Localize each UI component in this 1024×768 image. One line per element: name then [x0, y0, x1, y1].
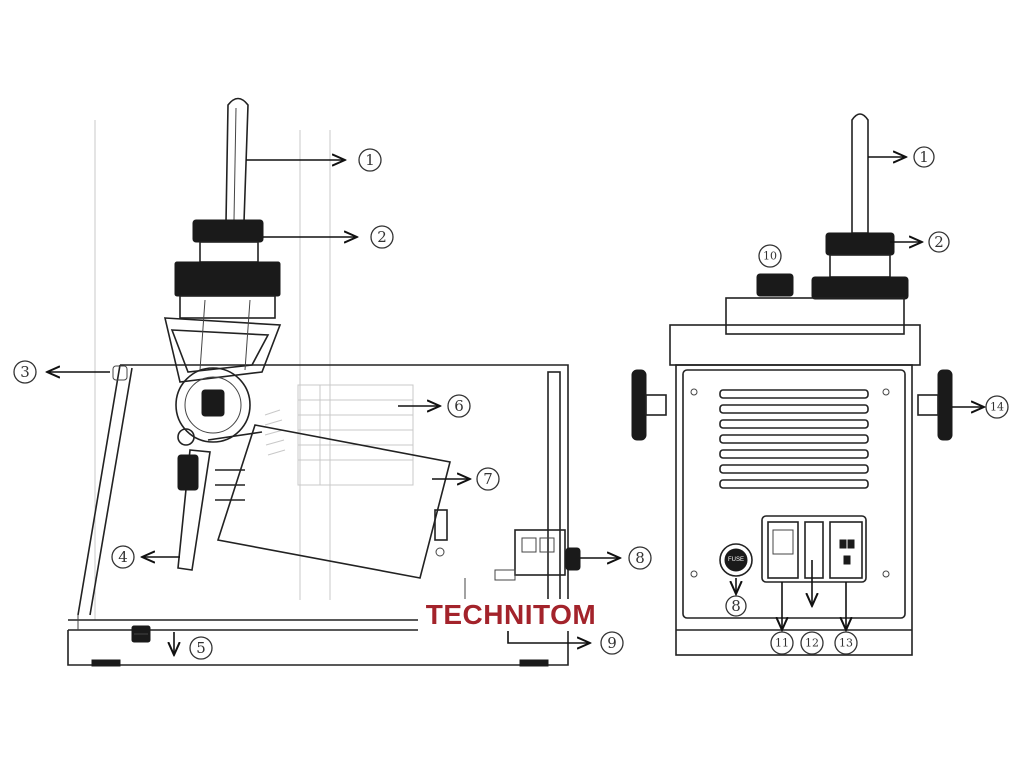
- svg-text:12: 12: [805, 637, 819, 650]
- callout-12: 12: [800, 631, 824, 655]
- power-entry-module: [761, 515, 867, 583]
- callout-1-left: 1: [358, 148, 382, 172]
- callout-4: 4: [111, 545, 135, 569]
- motor-cylinder: [216, 424, 451, 579]
- fan-ribs: [264, 409, 286, 456]
- side-view: [67, 97, 581, 667]
- bottom-screw: [131, 625, 151, 643]
- callout-6: 6: [447, 394, 471, 418]
- svg-text:7: 7: [483, 470, 493, 488]
- logo-text: TECHNITOM: [425, 599, 597, 630]
- callout-3: 3: [13, 360, 37, 384]
- svg-text:14: 14: [990, 401, 1004, 414]
- rear-connector: [464, 529, 581, 600]
- vent-grille: [719, 389, 869, 489]
- svg-text:2: 2: [934, 233, 944, 251]
- svg-text:11: 11: [775, 637, 789, 650]
- callout-8-left: 8: [628, 546, 652, 570]
- callout-8-right: 8: [725, 595, 747, 617]
- svg-text:9: 9: [607, 634, 617, 652]
- svg-text:5: 5: [196, 639, 206, 657]
- svg-text:13: 13: [839, 637, 853, 650]
- callout-2-right: 2: [928, 231, 950, 253]
- pcb-block: [297, 384, 414, 486]
- fuse-label: FUSE: [728, 557, 744, 563]
- callout-11: 11: [770, 631, 794, 655]
- pivot-wheel: [175, 367, 251, 446]
- callout-13: 13: [834, 631, 858, 655]
- technitom-logo: TECHNITOM: [418, 599, 604, 631]
- svg-text:1: 1: [919, 148, 929, 166]
- callout-arrows: [47, 157, 984, 655]
- soldering-iron: [163, 97, 282, 383]
- holder-arm: [177, 431, 263, 571]
- callout-9: 9: [600, 631, 624, 655]
- callout-7: 7: [476, 467, 500, 491]
- callout-1-right: 1: [913, 146, 935, 168]
- svg-text:8: 8: [635, 549, 645, 567]
- svg-text:10: 10: [763, 250, 777, 263]
- svg-text:2: 2: [377, 228, 387, 246]
- fuse-holder: FUSE: [719, 543, 753, 577]
- svg-text:4: 4: [118, 548, 128, 566]
- svg-text:1: 1: [365, 151, 375, 169]
- callout-2-left: 2: [370, 225, 394, 249]
- svg-text:8: 8: [731, 597, 741, 615]
- callout-labels: 1 2 3 4 5 6 7 8: [13, 146, 1009, 660]
- callout-14: 14: [985, 395, 1009, 419]
- callout-5: 5: [189, 636, 213, 660]
- svg-text:3: 3: [20, 363, 30, 381]
- front-view: FUSE: [631, 113, 953, 656]
- callout-10: 10: [758, 244, 782, 268]
- svg-text:6: 6: [454, 397, 464, 415]
